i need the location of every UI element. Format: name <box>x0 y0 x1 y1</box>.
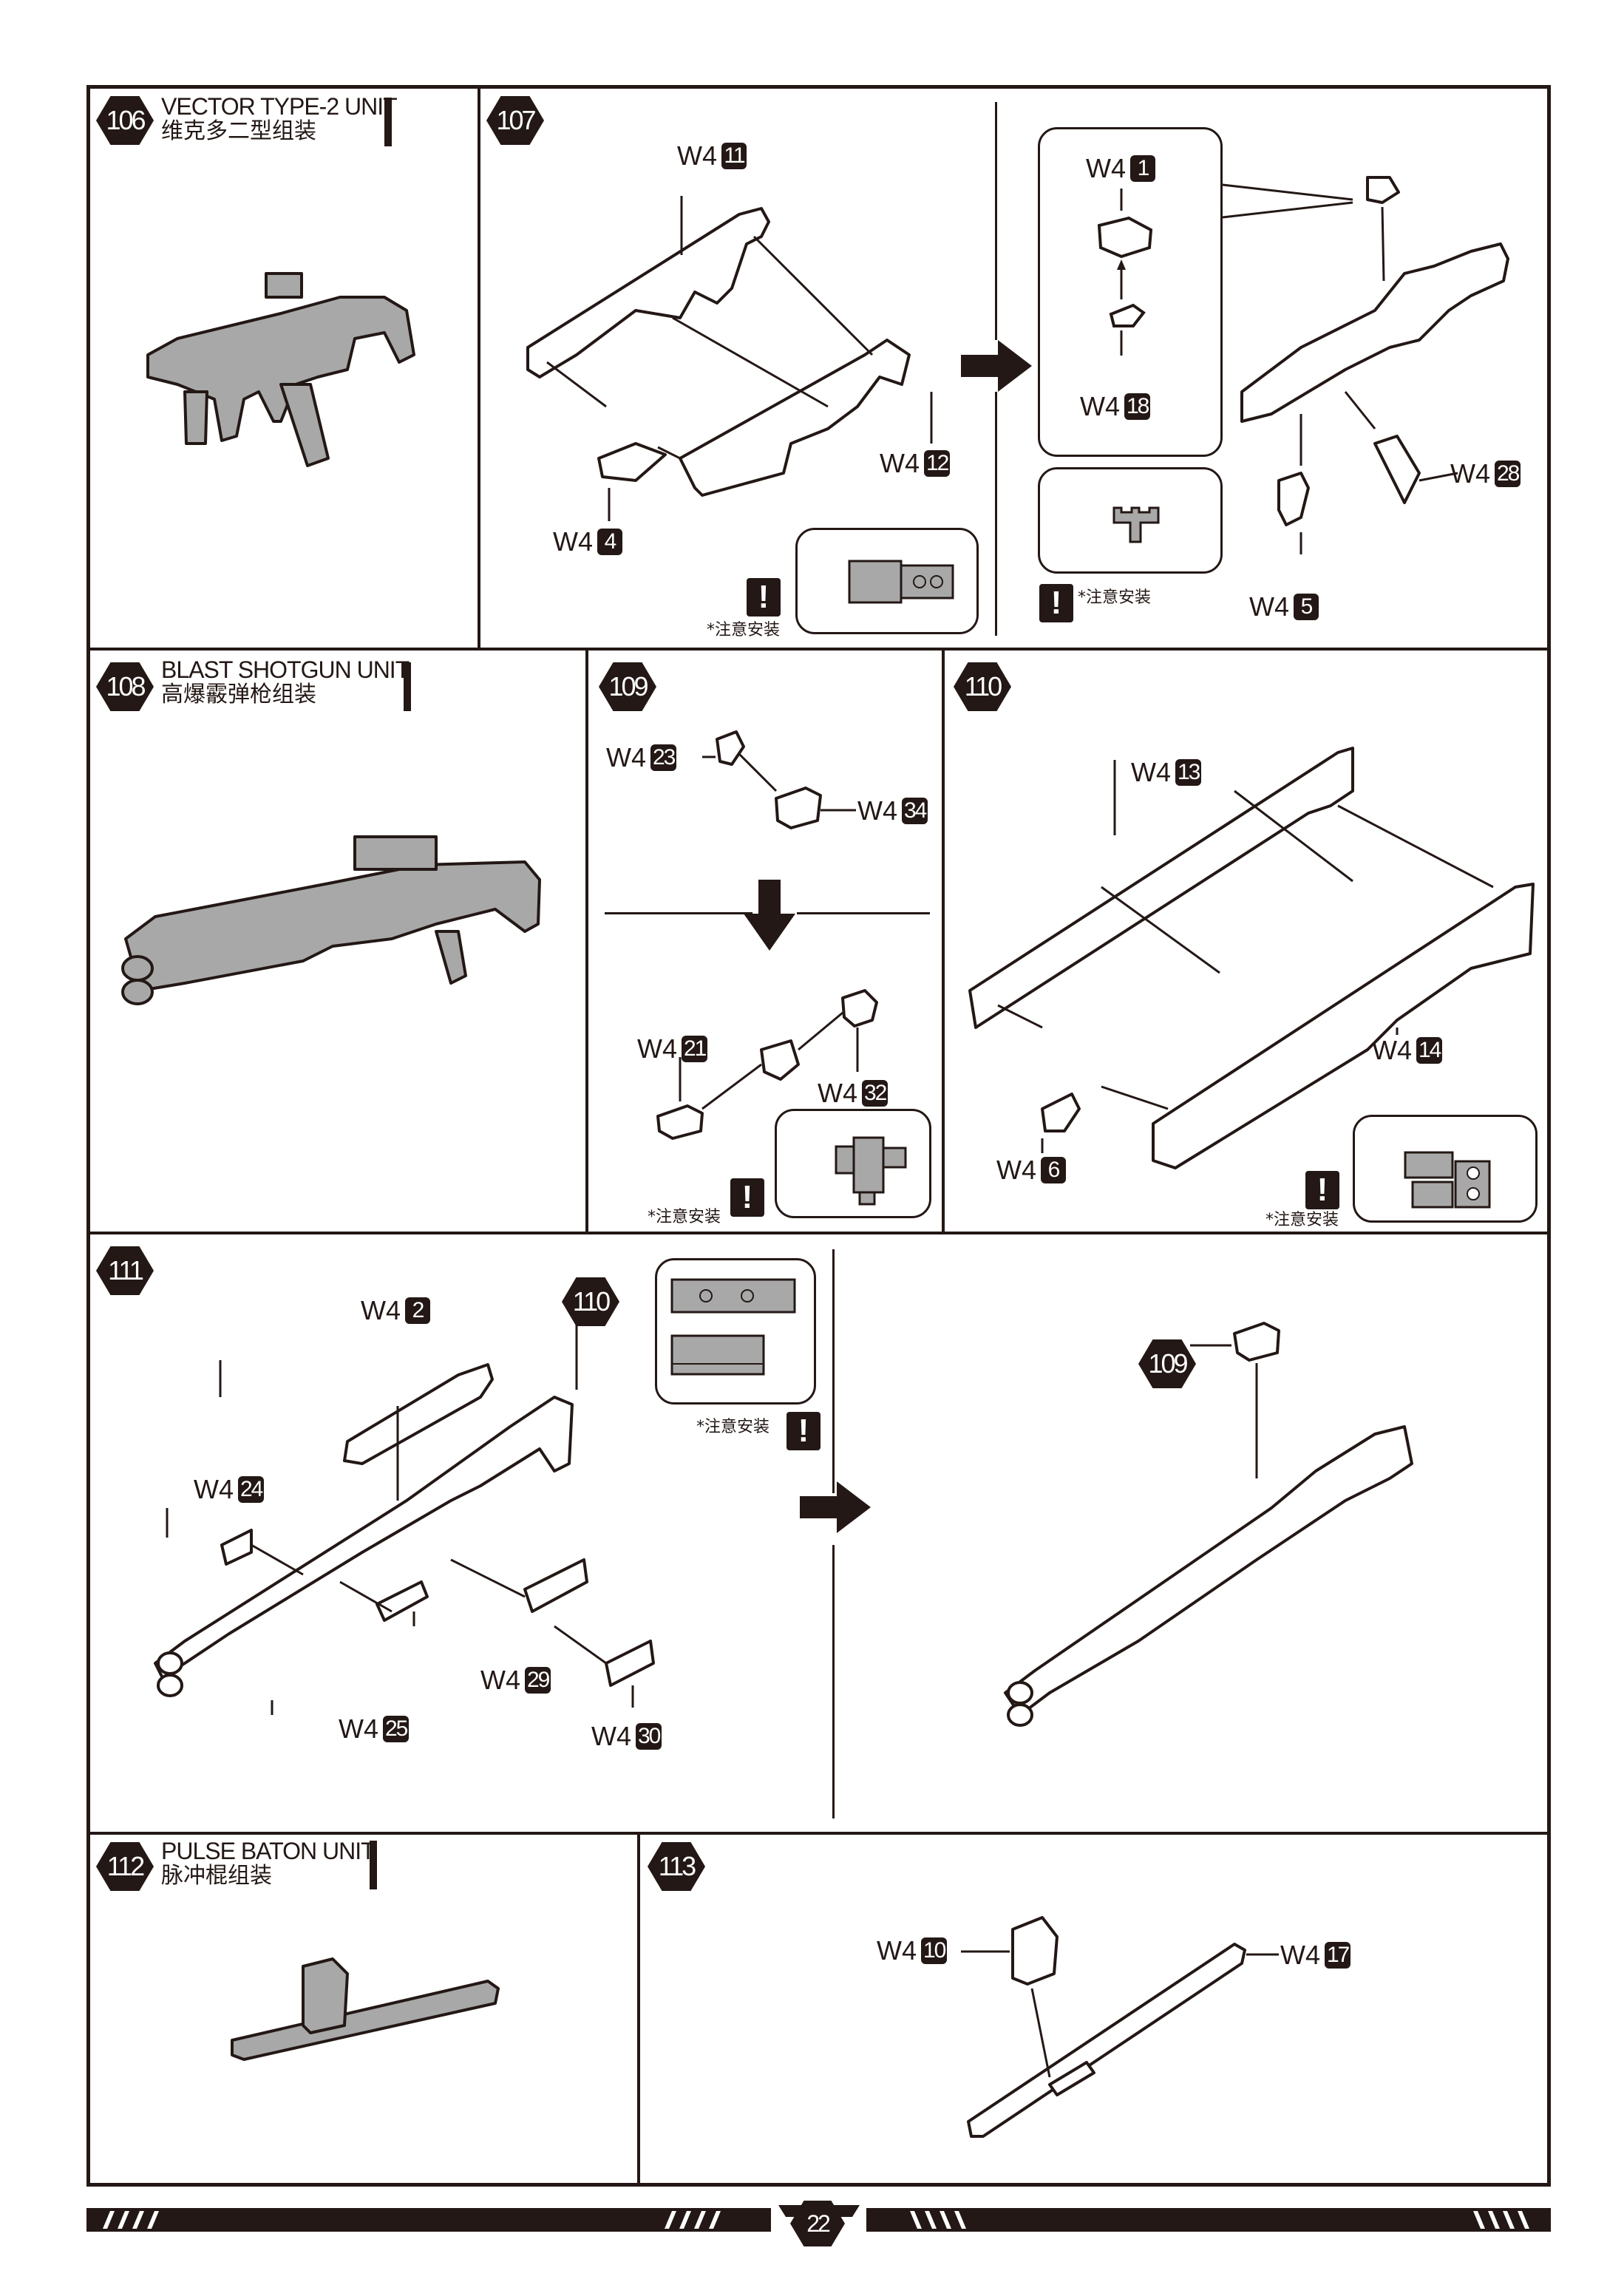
page-footer: 22 <box>86 2201 1551 2246</box>
step-112-title: PULSE BATON UNIT 脉冲棍组装 <box>161 1838 376 1889</box>
warning-icon: ! <box>786 1412 821 1450</box>
detail-inset-107b <box>1038 467 1223 574</box>
caution-label: *注意安装 <box>1265 1211 1339 1229</box>
row-divider-3 <box>86 1832 1551 1835</box>
pulse-baton-illustration <box>231 1957 500 2061</box>
detail-inset-107a <box>795 528 979 634</box>
row-divider-2 <box>86 1232 1551 1234</box>
title-bar <box>384 98 392 146</box>
sight-subassembly-art <box>1097 188 1153 356</box>
step110-receiver-halves <box>968 747 1535 1169</box>
col-divider-112-113 <box>637 1833 640 2187</box>
warning-icon: ! <box>730 1178 764 1217</box>
step-badge-113: 113 <box>648 1842 705 1891</box>
blast-shotgun-illustration <box>121 835 541 1005</box>
vector-assembled-illustration <box>1240 176 1509 554</box>
step109-lower-art <box>656 989 878 1140</box>
detail-inset-111 <box>655 1258 816 1405</box>
step-badge-111: 111 <box>96 1246 154 1295</box>
part-detail-w4-34 <box>835 1136 907 1206</box>
step-badge-110: 110 <box>954 662 1011 711</box>
step107-exploded-frame <box>526 196 933 521</box>
col-divider-106-107 <box>478 85 480 649</box>
step-badge-112: 112 <box>96 1842 154 1891</box>
caution-label: *注意安装 <box>707 621 781 639</box>
step-106-title: VECTOR TYPE-2 UNIT 维克多二型组装 <box>161 93 398 144</box>
step113-exploded-baton <box>961 1916 1279 2138</box>
step109-divider-right <box>797 912 930 914</box>
step107-divider-top <box>995 102 997 340</box>
step-badge-109: 109 <box>599 662 656 711</box>
caution-label: *注意安装 <box>1078 588 1152 607</box>
step107-divider-bottom <box>995 392 997 636</box>
part-detail-w4-6 <box>1404 1151 1491 1209</box>
step-badge-106: 106 <box>96 96 154 145</box>
step111-assembled-shotgun <box>1004 1322 1413 1727</box>
part-detail-w4-2-w4-29 <box>670 1278 796 1376</box>
step109-upper-art <box>702 730 856 829</box>
page-frame <box>86 85 1551 2187</box>
arrow-down-icon <box>744 880 795 951</box>
footer-stripe-bar <box>86 2205 1551 2236</box>
title-en: BLAST SHOTGUN UNIT <box>161 656 410 683</box>
caution-label: *注意安装 <box>696 1418 770 1436</box>
arrow-right-icon <box>800 1481 871 1533</box>
col-divider-108-109 <box>585 649 588 1233</box>
step111-divider-top <box>832 1249 835 1493</box>
step109-divider-left <box>605 912 752 914</box>
detail-inset-109 <box>775 1109 931 1218</box>
step-ref-badge-110: 110 <box>562 1277 619 1326</box>
step-badge-108: 108 <box>96 662 154 711</box>
title-en: PULSE BATON UNIT <box>161 1838 376 1864</box>
caution-label: *注意安装 <box>648 1208 721 1226</box>
title-en: VECTOR TYPE-2 UNIT <box>161 93 398 120</box>
title-bar <box>404 662 411 711</box>
title-zh: 脉冲棍组装 <box>161 1862 272 1889</box>
part-detail-w4-4 <box>823 555 954 604</box>
callout-lines <box>1222 183 1353 219</box>
warning-icon: ! <box>1039 584 1073 622</box>
step-ref-badge-109: 109 <box>1138 1339 1196 1388</box>
vector-smg-illustration <box>146 272 415 467</box>
warning-icon: ! <box>747 578 781 617</box>
title-bar <box>370 1841 377 1889</box>
col-divider-109-110 <box>942 649 945 1233</box>
detail-inset-110 <box>1353 1115 1538 1223</box>
title-zh: 维克多二型组装 <box>161 118 316 144</box>
warning-icon: ! <box>1305 1171 1339 1209</box>
step111-exploded-shotgun <box>154 1316 655 1715</box>
step111-divider-bottom <box>832 1545 835 1818</box>
title-zh: 高爆霰弹枪组装 <box>161 681 316 707</box>
row-divider-1 <box>86 648 1551 651</box>
part-detail-w4-18 <box>1112 506 1160 543</box>
step-badge-107: 107 <box>486 96 544 145</box>
arrow-right-icon <box>961 340 1032 392</box>
step-108-title: BLAST SHOTGUN UNIT 高爆霰弹枪组装 <box>161 656 410 707</box>
